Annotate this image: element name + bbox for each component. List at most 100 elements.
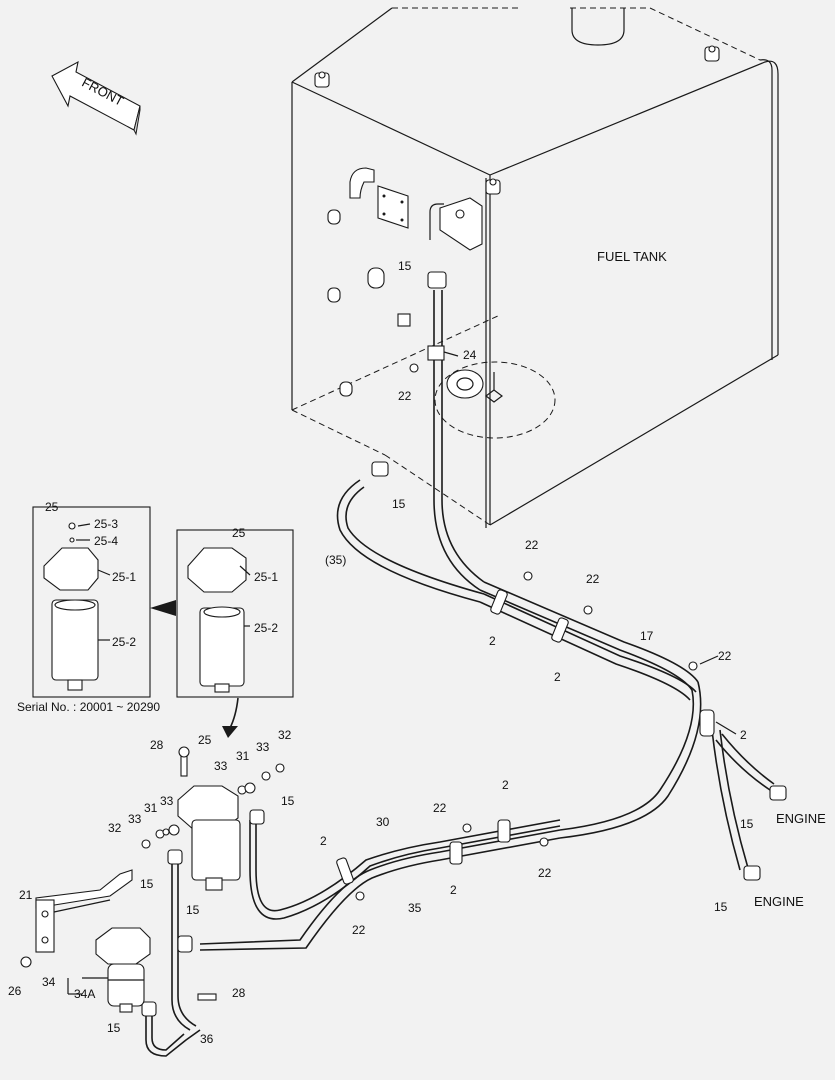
tank-plug-1 xyxy=(327,209,341,225)
callout-35: 35 xyxy=(408,901,422,915)
callout-15-engine-2: 15 xyxy=(714,900,728,914)
callout-2-b: 2 xyxy=(554,670,561,684)
engine-label-2: ENGINE xyxy=(754,894,804,909)
bracket-21 xyxy=(35,869,133,953)
fitting-engine-2 xyxy=(743,865,761,881)
callout-36: 36 xyxy=(200,1032,214,1046)
filter-element-right xyxy=(199,607,245,687)
label-25-4: 25-4 xyxy=(94,534,118,548)
callout-33-left: 33 xyxy=(160,794,174,808)
callout-2-d: 2 xyxy=(320,834,327,848)
fittings xyxy=(141,271,787,1017)
callout-15-mid: 15 xyxy=(281,794,295,808)
callout-2-c: 2 xyxy=(740,728,747,742)
fitting-15-b xyxy=(371,461,389,477)
tank-boss-2 xyxy=(485,178,501,195)
callout-2-e: 2 xyxy=(502,778,509,792)
callout-34: 34 xyxy=(42,975,56,989)
callout-24: 24 xyxy=(463,348,477,362)
callout-15-bottom: 15 xyxy=(107,1021,121,1035)
callout-22-c: 22 xyxy=(586,572,600,586)
fitting-15-bot xyxy=(141,1001,157,1017)
callout-17: 17 xyxy=(640,629,654,643)
fitting-engine-1 xyxy=(769,785,787,801)
water-separator-34 xyxy=(95,927,151,1013)
callout-28-bottom: 28 xyxy=(232,986,246,1000)
callout-33-right-2: 33 xyxy=(214,759,228,773)
filter-element xyxy=(191,819,241,881)
tank-boss-3 xyxy=(704,45,720,62)
bracket-21-plate xyxy=(35,899,55,953)
bolt-28-bottom xyxy=(197,993,217,1001)
callout-30: 30 xyxy=(376,815,390,829)
tank-plug-4 xyxy=(339,381,353,397)
clamp-2b xyxy=(551,617,569,643)
callout-22-a: 22 xyxy=(398,389,412,403)
bolt-26 xyxy=(20,956,32,968)
filter-drain-left xyxy=(67,679,83,691)
fitting-15-m2 xyxy=(177,935,193,953)
filter-assembly xyxy=(141,746,285,891)
callout-34a: 34A xyxy=(74,987,95,1001)
inset-right-title: 25 xyxy=(232,526,246,540)
callout-26: 26 xyxy=(8,984,22,998)
callout-35-paren: (35) xyxy=(325,553,346,567)
inset-right xyxy=(176,529,294,698)
callout-21: 21 xyxy=(19,888,33,902)
callout-33-left-2: 33 xyxy=(128,812,142,826)
inset-left xyxy=(32,506,151,698)
inset-right-frame xyxy=(176,529,294,698)
separator-bowl xyxy=(107,963,145,1007)
inset-left-title: 25 xyxy=(45,500,59,514)
clamp-2f xyxy=(497,819,511,843)
tank-plug-3 xyxy=(327,287,341,303)
filter-drain xyxy=(205,877,223,891)
tank-plate xyxy=(377,185,409,229)
callout-22-g: 22 xyxy=(352,923,366,937)
label-25-3: 25-3 xyxy=(94,517,118,531)
inset-left-frame xyxy=(32,506,151,698)
elbow-fitting xyxy=(349,167,375,199)
callout-22-d: 22 xyxy=(718,649,732,663)
filter-head xyxy=(177,785,239,831)
callout-32-left: 32 xyxy=(108,821,122,835)
callout-22-e: 22 xyxy=(433,801,447,815)
callout-15-left: 15 xyxy=(140,877,154,891)
tank-plug-2 xyxy=(367,267,385,289)
clamp-2c xyxy=(699,709,715,737)
tank-square-plug xyxy=(397,313,411,327)
callout-2-a: 2 xyxy=(489,634,496,648)
inset-arrow xyxy=(150,600,176,616)
fitting-15-l xyxy=(167,849,183,865)
callout-32-right: 32 xyxy=(278,728,292,742)
filter-head-right xyxy=(187,547,247,593)
clamp-2e xyxy=(449,841,463,865)
label-25-2-right: 25-2 xyxy=(254,621,278,635)
label-25-1-left: 25-1 xyxy=(112,570,136,584)
front-arrow: FRONT xyxy=(51,60,141,136)
callout-15-m2: 15 xyxy=(186,903,200,917)
serial-number: Serial No. : 20001 ~ 20290 xyxy=(17,700,160,714)
callout-22-b: 22 xyxy=(525,538,539,552)
filter-head-left xyxy=(43,547,99,591)
fitting-15-top xyxy=(427,271,447,289)
fitting-15-mid xyxy=(249,809,265,825)
drain-flange xyxy=(434,361,556,439)
engine-label-1: ENGINE xyxy=(776,811,826,826)
fuel-tank xyxy=(291,7,779,528)
callout-15-b: 15 xyxy=(392,497,406,511)
fuel-tank-label: FUEL TANK xyxy=(597,249,667,264)
clamp-24 xyxy=(427,345,445,361)
callout-31-left: 31 xyxy=(144,801,158,815)
callout-15-engine-1: 15 xyxy=(740,817,754,831)
label-25-1-right: 25-1 xyxy=(254,570,278,584)
callout-15-top: 15 xyxy=(398,259,412,273)
labels: FUEL TANK 25 25-3 25-4 25-1 25-2 Serial … xyxy=(8,249,826,1046)
clamp-2d xyxy=(336,857,354,885)
callout-31-right: 31 xyxy=(236,749,250,763)
label-25-2-left: 25-2 xyxy=(112,635,136,649)
callout-33-right: 33 xyxy=(256,740,270,754)
tank-boss-1 xyxy=(314,71,330,88)
